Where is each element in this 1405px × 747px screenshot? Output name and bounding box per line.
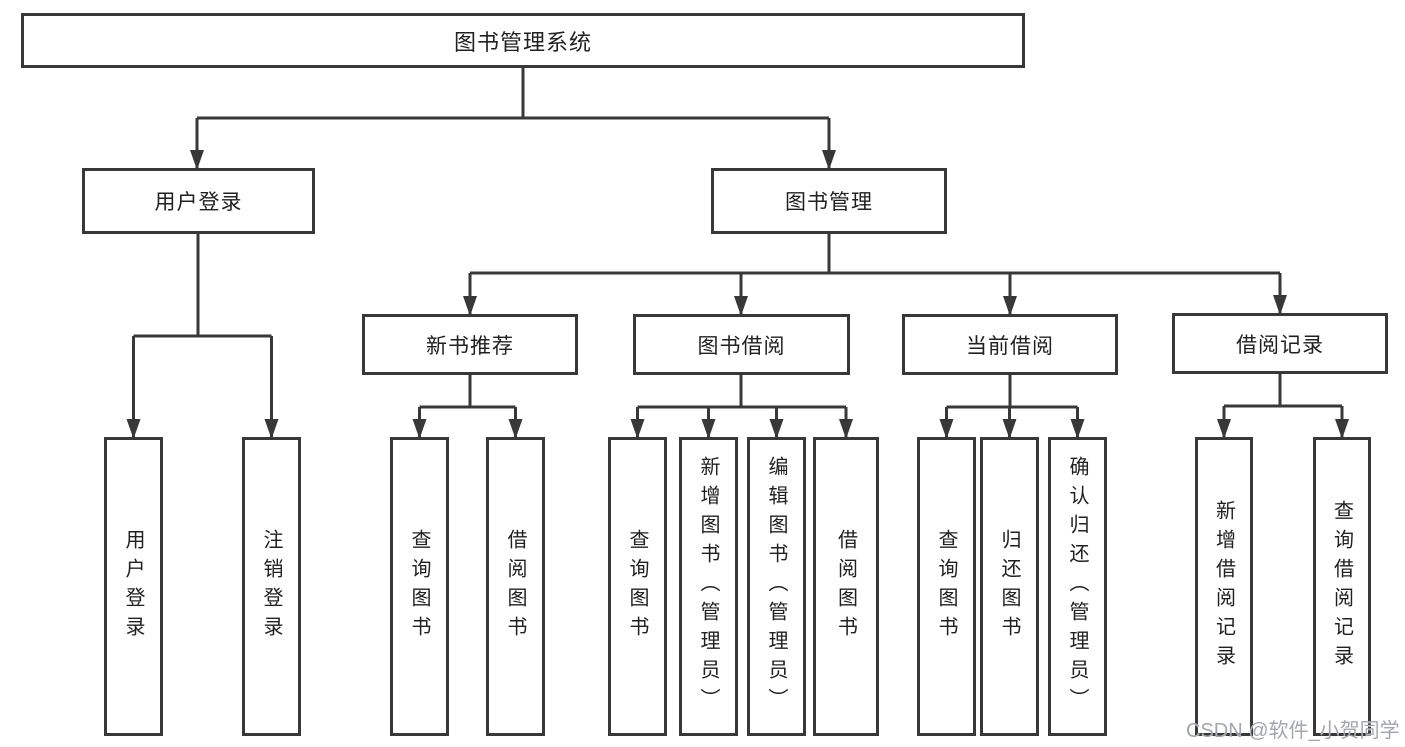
leaf-label: 借阅图书: [504, 528, 526, 645]
leaf-edit-books-admin: 编辑图书（管理员）: [747, 437, 806, 736]
csdn-watermark: CSDN @软件_小贺同学: [1186, 720, 1400, 742]
leaf-query-books: 查询图书: [390, 437, 449, 736]
leaf-query-borrow-record: 查询借阅记录: [1313, 437, 1371, 736]
leaf-label: 注销登录: [260, 528, 282, 645]
leaf-label: 新增借阅记录: [1212, 499, 1235, 674]
leaf-label: 归还图书: [998, 528, 1020, 645]
leaf-query-books: 查询图书: [608, 437, 667, 736]
node-book-management: 图书管理: [711, 168, 947, 234]
node-label: 当前借阅: [966, 334, 1054, 358]
leaf-label: 用户登录: [122, 528, 144, 645]
node-label: 新书推荐: [426, 334, 514, 358]
node-current-borrowing: 当前借阅: [902, 314, 1118, 375]
leaf-confirm-return-admin: 确认归还（管理员）: [1048, 437, 1107, 736]
node-label: 图书管理: [785, 191, 873, 214]
leaf-borrow-books: 借阅图书: [813, 437, 879, 736]
leaf-label: 借阅图书: [834, 528, 857, 645]
node-label: 图书借阅: [697, 334, 786, 358]
leaf-query-books: 查询图书: [917, 437, 976, 736]
node-book-borrowing: 图书借阅: [633, 314, 850, 375]
leaf-logout: 注销登录: [242, 437, 301, 736]
leaf-label: 查询图书: [935, 528, 957, 645]
leaf-label: 确认归还（管理员）: [1066, 456, 1088, 717]
node-borrowing-records: 借阅记录: [1172, 313, 1388, 374]
leaf-label: 新增图书（管理员）: [697, 456, 719, 717]
leaf-return-books: 归还图书: [980, 437, 1039, 736]
node-new-book-recommend: 新书推荐: [362, 314, 578, 375]
node-library-management-system: 图书管理系统: [21, 13, 1025, 68]
node-label: 图书管理系统: [453, 29, 592, 55]
node-label: 借阅记录: [1236, 333, 1324, 357]
leaf-label: 查询图书: [626, 528, 648, 645]
leaf-label: 编辑图书（管理员）: [765, 456, 787, 717]
leaf-label: 查询借阅记录: [1330, 499, 1353, 674]
leaf-add-books-admin: 新增图书（管理员）: [679, 437, 738, 736]
leaf-add-borrow-record: 新增借阅记录: [1195, 437, 1253, 736]
leaf-borrow-books: 借阅图书: [486, 437, 545, 736]
node-label: 用户登录: [154, 191, 243, 214]
leaf-label: 查询图书: [408, 528, 430, 645]
node-user-login: 用户登录: [82, 168, 315, 234]
leaf-user-login: 用户登录: [104, 437, 163, 736]
